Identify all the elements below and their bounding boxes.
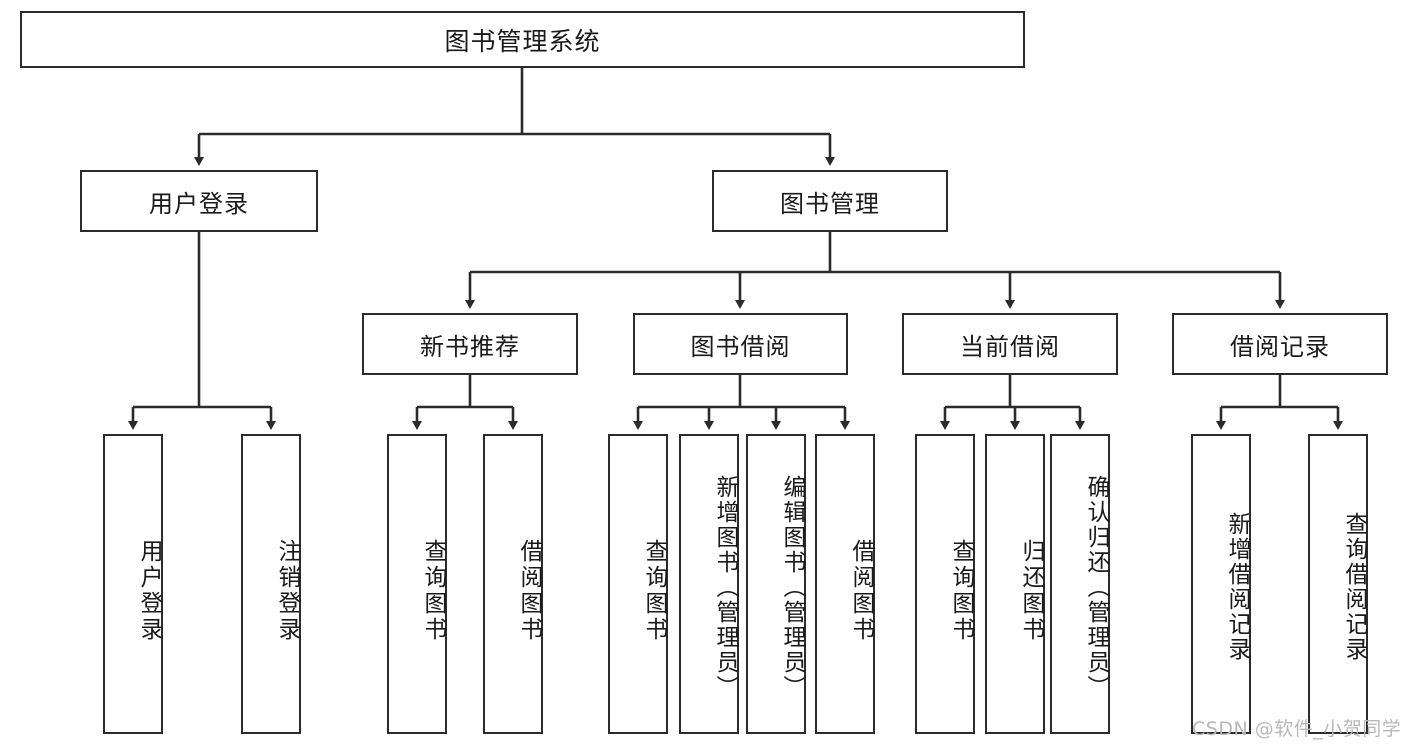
node-current-borrow[interactable]: 当前借阅 — [902, 313, 1118, 375]
node-current-borrow-label: 当前借阅 — [960, 332, 1060, 361]
node-leaf-return-book[interactable]: 归还图书 — [985, 434, 1045, 734]
node-leaf-query-book-rec[interactable]: 查询图书 — [387, 434, 447, 734]
node-leaf-borrow-book-rec[interactable]: 借阅图书 — [483, 434, 543, 734]
node-leaf-query-book-bor[interactable]: 查询图书 — [608, 434, 668, 734]
node-book-borrow-label: 图书借阅 — [690, 332, 791, 361]
node-root[interactable]: 图书管理系统 — [20, 11, 1025, 68]
watermark-text: CSDN @软件_小贺同学 — [1192, 718, 1402, 740]
node-leaf-query-record-label: 查询借阅记录 — [1341, 512, 1367, 662]
node-root-label: 图书管理系统 — [444, 26, 601, 56]
node-borrow-record[interactable]: 借阅记录 — [1172, 313, 1388, 375]
node-book-borrow[interactable]: 图书借阅 — [633, 313, 848, 375]
node-leaf-borrow-book-rec-label: 借阅图书 — [516, 539, 542, 643]
node-leaf-add-record[interactable]: 新增借阅记录 — [1191, 434, 1251, 734]
node-user-login-label: 用户登录 — [149, 189, 249, 218]
node-new-book-recommend[interactable]: 新书推荐 — [362, 313, 578, 375]
node-user-login[interactable]: 用户登录 — [80, 170, 318, 232]
node-leaf-borrow-book-bor[interactable]: 借阅图书 — [815, 434, 875, 734]
node-leaf-query-book-bor-label: 查询图书 — [641, 539, 667, 643]
node-leaf-user-logout[interactable]: 注销登录 — [241, 434, 301, 734]
node-leaf-query-book-cur-label: 查询图书 — [948, 539, 974, 643]
node-leaf-borrow-book-bor-label: 借阅图书 — [848, 539, 874, 643]
node-book-manage[interactable]: 图书管理 — [712, 170, 948, 232]
node-leaf-user-logout-label: 注销登录 — [274, 539, 300, 643]
node-leaf-add-book-label: 新增图书（管理员） — [712, 474, 738, 700]
node-leaf-user-login[interactable]: 用户登录 — [103, 434, 163, 734]
node-leaf-query-book-cur[interactable]: 查询图书 — [915, 434, 975, 734]
node-borrow-record-label: 借阅记录 — [1230, 332, 1330, 361]
node-leaf-return-book-label: 归还图书 — [1018, 539, 1044, 643]
node-leaf-edit-book[interactable]: 编辑图书（管理员） — [746, 434, 806, 734]
node-leaf-user-login-label: 用户登录 — [136, 539, 162, 643]
node-leaf-confirm-return-label: 确认归还（管理员） — [1083, 474, 1109, 700]
node-leaf-edit-book-label: 编辑图书（管理员） — [779, 474, 805, 700]
node-leaf-query-book-rec-label: 查询图书 — [420, 539, 446, 643]
node-leaf-confirm-return[interactable]: 确认归还（管理员） — [1050, 434, 1110, 734]
node-leaf-add-book[interactable]: 新增图书（管理员） — [679, 434, 739, 734]
node-leaf-query-record[interactable]: 查询借阅记录 — [1308, 434, 1368, 734]
node-leaf-add-record-label: 新增借阅记录 — [1224, 512, 1250, 662]
node-book-manage-label: 图书管理 — [780, 189, 880, 218]
node-new-book-recommend-label: 新书推荐 — [420, 332, 520, 361]
